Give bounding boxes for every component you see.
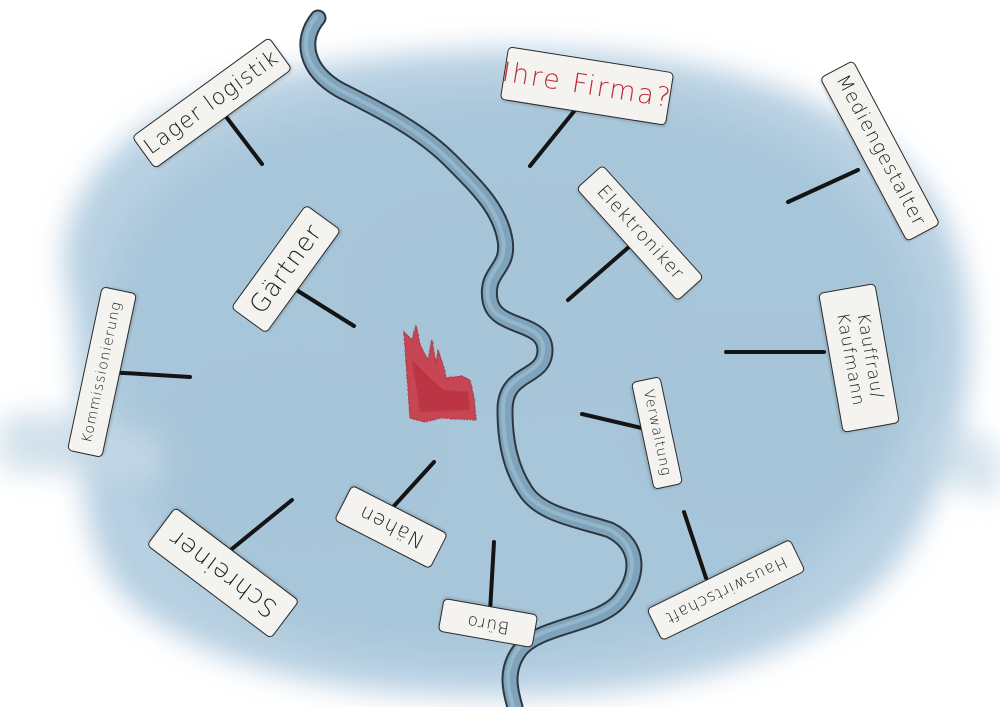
post-verwaltung (580, 412, 652, 432)
post-lagerlogistik (222, 112, 264, 166)
post-gaertner (288, 284, 356, 328)
post-naehen (392, 460, 436, 508)
post-buero (488, 540, 496, 614)
post-kommissionierung (106, 370, 192, 379)
sign-label: Büro (464, 610, 511, 638)
post-mediengestalter (786, 168, 860, 204)
post-hauswirtschaft (682, 510, 708, 580)
post-schreiner (220, 498, 294, 559)
post-elektroniker (566, 244, 632, 302)
